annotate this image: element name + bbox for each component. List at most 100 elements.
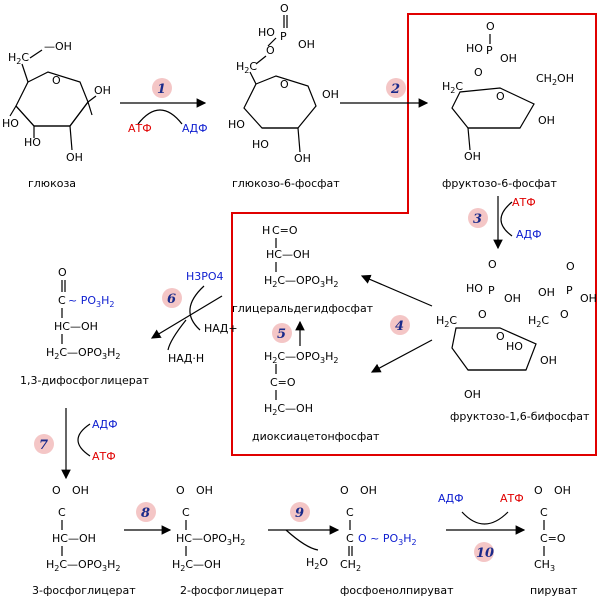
- svg-text:H: H: [262, 224, 270, 237]
- label-glucose: глюкоза: [28, 177, 76, 190]
- g6p-structure: O P OH HO O H2C O OH HO HO OH: [228, 2, 339, 165]
- svg-text:OH: OH: [504, 292, 521, 305]
- svg-text:C: C: [346, 506, 354, 519]
- svg-text:C: C: [58, 294, 66, 307]
- arrow-cofactor-curve-10: [461, 511, 509, 525]
- f16bp-structure: O HO P OH O P OH OH O O H2C H2C O HO OH …: [436, 258, 597, 401]
- svg-text:C=O: C=O: [272, 224, 298, 237]
- svg-text:HO: HO: [228, 118, 245, 131]
- svg-text:O ~ PO3H2: O ~ PO3H2: [358, 532, 417, 547]
- svg-text:H2C—OH: H2C—OH: [172, 558, 221, 573]
- label-f6p: фруктозо-6-фосфат: [442, 177, 558, 190]
- atp-label-1: АТФ: [128, 122, 152, 135]
- svg-text:OH: OH: [66, 151, 83, 164]
- svg-text:H2C—OPO3H2: H2C—OPO3H2: [46, 558, 120, 573]
- svg-text:OH: OH: [500, 52, 517, 65]
- svg-text:OH: OH: [72, 484, 89, 497]
- svg-text:O: O: [474, 66, 483, 79]
- step-number-6: 6: [167, 292, 176, 307]
- svg-text:HC—OH: HC—OH: [266, 248, 310, 261]
- label-dhap: диоксиацетонфосфат: [252, 430, 380, 443]
- svg-text:OH: OH: [294, 152, 311, 165]
- arrow-step-4-to-gap: [360, 274, 433, 307]
- bpg13-structure: O C ~ PO3H2 HC—OH H2C—OPO3H2: [46, 266, 120, 361]
- svg-text:HC—OH: HC—OH: [54, 320, 98, 333]
- svg-text:C: C: [58, 506, 66, 519]
- step-badge-5: [272, 323, 292, 343]
- h3po4-label: H3PO4: [186, 270, 224, 283]
- pyruvate-structure: O OH C C=O CH3: [534, 484, 571, 573]
- step-number-10: 10: [476, 546, 494, 561]
- svg-text:P: P: [486, 44, 493, 57]
- label-gap: глицеральдегидфосфат: [232, 302, 374, 315]
- arrow-cofactor-curve-3: [500, 201, 513, 237]
- svg-text:H2C: H2C: [442, 80, 463, 95]
- svg-text:CH2: CH2: [340, 558, 361, 573]
- svg-text:~ PO3H2: ~ PO3H2: [68, 294, 114, 309]
- svg-text:C=O: C=O: [540, 532, 566, 545]
- svg-text:OH: OH: [298, 38, 315, 51]
- svg-text:OH: OH: [540, 354, 557, 367]
- svg-text:OH: OH: [538, 114, 555, 127]
- nadh-label: НАД·Н: [168, 352, 204, 365]
- svg-text:H2C—OH: H2C—OH: [264, 402, 313, 417]
- svg-text:OH: OH: [464, 150, 481, 163]
- svg-text:C: C: [540, 506, 548, 519]
- adp-label-10: АДФ: [438, 492, 464, 505]
- svg-text:O: O: [52, 484, 61, 497]
- svg-text:H2C: H2C: [528, 314, 549, 329]
- step-badge-1: [152, 78, 172, 98]
- svg-text:O: O: [280, 2, 289, 15]
- svg-text:O: O: [534, 484, 543, 497]
- svg-text:OH: OH: [580, 292, 597, 305]
- arrow-cofactor-curve-1: [137, 109, 183, 125]
- svg-text:H2C—OPO3H2: H2C—OPO3H2: [264, 350, 338, 365]
- svg-text:H2C: H2C: [236, 60, 257, 75]
- label-f16bp: фруктозо-1,6-бифосфат: [450, 410, 590, 423]
- svg-text:OH: OH: [464, 388, 481, 401]
- pg3-structure: O OH C HC—OH H2C—OPO3H2: [46, 484, 120, 573]
- svg-text:O: O: [176, 484, 185, 497]
- f6p-structure: O HO P OH O H2C O CH2OH OH OH: [442, 20, 574, 163]
- h2o-label: H2O: [306, 556, 328, 571]
- adp-label-1: АДФ: [182, 122, 208, 135]
- svg-text:CH2OH: CH2OH: [536, 72, 574, 87]
- svg-text:O: O: [58, 266, 67, 279]
- svg-text:CH3: CH3: [534, 558, 555, 573]
- svg-text:C: C: [182, 506, 190, 519]
- label-pg2: 2-фосфоглицерат: [180, 584, 284, 597]
- svg-text:HO: HO: [506, 340, 523, 353]
- arrow-step-4-to-dhap: [370, 339, 433, 373]
- svg-text:—OH: —OH: [44, 40, 72, 53]
- svg-text:O: O: [488, 258, 497, 271]
- svg-text:HC—OPO3H2: HC—OPO3H2: [176, 532, 245, 547]
- label-pyruvate: пируват: [530, 584, 578, 597]
- svg-text:P: P: [280, 30, 287, 43]
- svg-text:O: O: [560, 308, 569, 321]
- svg-text:OH: OH: [554, 484, 571, 497]
- svg-text:O: O: [566, 260, 575, 273]
- svg-text:H2C: H2C: [436, 314, 457, 329]
- svg-text:O: O: [486, 20, 495, 33]
- svg-text:O: O: [478, 308, 487, 321]
- step-number-2: 2: [390, 82, 400, 97]
- pg2-structure: O OH C HC—OPO3H2 H2C—OH: [172, 484, 245, 573]
- glucose-structure: H2C —OH O OH HO HO OH: [2, 40, 111, 164]
- label-bpg13: 1,3-дифосфоглицерат: [20, 374, 149, 387]
- highlight-box: [231, 13, 597, 456]
- svg-text:O: O: [496, 330, 505, 343]
- svg-text:P: P: [566, 284, 573, 297]
- svg-text:C=O: C=O: [270, 376, 296, 389]
- svg-text:C: C: [346, 532, 354, 545]
- atp-label-10: АТФ: [500, 492, 524, 505]
- svg-text:HC—OH: HC—OH: [52, 532, 96, 545]
- step-badge-4: [390, 315, 410, 335]
- dhap-structure: H2C—OPO3H2 C=O H2C—OH: [264, 350, 338, 417]
- step-number-8: 8: [141, 506, 150, 521]
- svg-text:OH: OH: [360, 484, 377, 497]
- step-badge-7: [34, 434, 54, 454]
- arrow-cofactor-curve-9: [285, 529, 319, 551]
- svg-text:OH: OH: [94, 84, 111, 97]
- svg-text:OH: OH: [196, 484, 213, 497]
